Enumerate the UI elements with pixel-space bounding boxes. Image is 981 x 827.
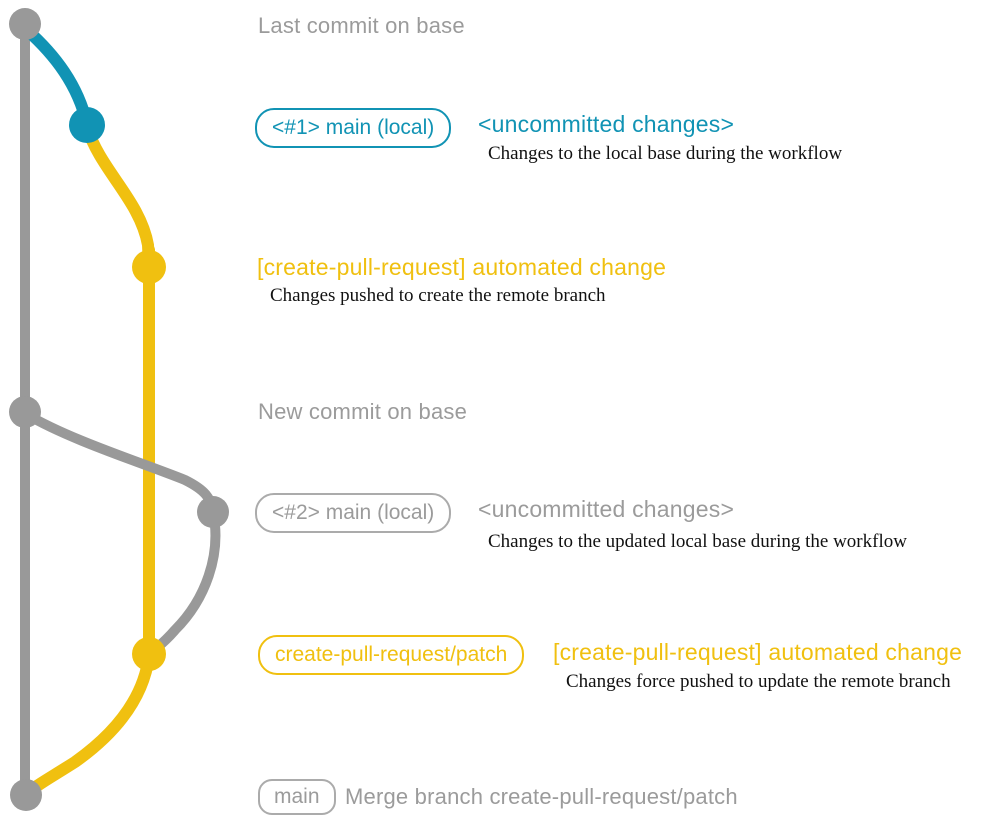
branch-badge-main-local-1: <#1> main (local) xyxy=(255,108,452,148)
branch-badge-main: main xyxy=(258,779,336,815)
commit-node-commit-1-main-local xyxy=(69,107,105,143)
branch-badge-main-local-2: <#2> main (local) xyxy=(255,493,452,533)
automated-change-heading-2: [create-pull-request] automated change xyxy=(553,639,963,665)
uncommitted-changes-heading-1: <uncommitted changes> xyxy=(478,111,735,137)
branch-edge-merge-into-base-curve xyxy=(22,650,155,799)
automated-change-desc-2: Changes force pushed to update the remot… xyxy=(566,671,951,692)
branch-edge-update-local-curve xyxy=(21,409,218,517)
automated-change-desc-1: Changes pushed to create the remote bran… xyxy=(270,285,606,306)
last-commit-label: Last commit on base xyxy=(258,13,465,38)
branch-edge-push-to-remote-curve xyxy=(81,121,155,273)
uncommitted-changes-heading-2: <uncommitted changes> xyxy=(478,496,735,522)
uncommitted-changes-desc-1: Changes to the local base during the wor… xyxy=(488,143,843,164)
branch-badge-create-pull-request-patch: create-pull-request/patch xyxy=(258,635,525,675)
commit-node-create-pull-request-automated-change-1 xyxy=(132,250,166,284)
branch-edge-force-push-curve xyxy=(145,507,221,659)
commit-node-create-pull-request-automated-change-2 xyxy=(132,637,166,671)
uncommitted-changes-desc-2: Changes to the updated local base during… xyxy=(488,531,907,552)
commit-node-merge-commit xyxy=(10,779,42,811)
commit-node-last-commit-on-base xyxy=(9,8,41,40)
automated-change-heading-1: [create-pull-request] automated change xyxy=(257,254,667,280)
commit-node-new-commit-on-base xyxy=(9,396,41,428)
commit-node-commit-2-main-local xyxy=(197,496,229,528)
merge-branch-label: Merge branch create-pull-request/patch xyxy=(345,784,738,809)
new-commit-label: New commit on base xyxy=(258,399,468,424)
